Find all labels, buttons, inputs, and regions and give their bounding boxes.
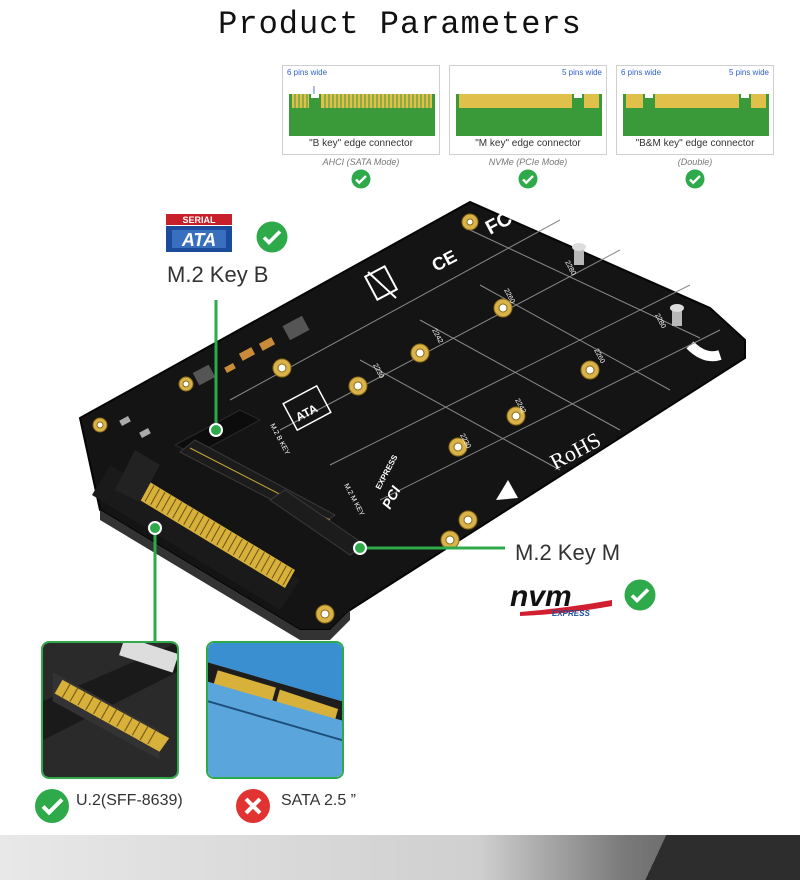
m-key-card: 5 pins wide "M key" edge connector <box>449 65 607 155</box>
bm-key-caption: "B&M key" edge connector <box>635 138 755 149</box>
connector-cards: 6 pins wide "B key" edge connector AHCI … <box>282 65 777 190</box>
m-key-caption: "M key" edge connector <box>475 138 581 149</box>
svg-text:ATA: ATA <box>181 230 216 250</box>
u2-label: U.2(SFF-8639) <box>76 792 183 809</box>
b-key-card: 6 pins wide "B key" edge connector <box>282 65 440 155</box>
serial-ata-logo: SERIAL ATA <box>164 212 234 254</box>
key-m-label: M.2 Key M <box>515 540 621 565</box>
b-key-connector-icon <box>289 86 435 136</box>
b-key-pin-width: 6 pins wide <box>287 68 328 77</box>
bm-key-right-pin-width: 5 pins wide <box>728 68 769 77</box>
bm-key-card: 6 pins wide 5 pins wide "B&M key" edge c… <box>616 65 774 155</box>
bm-key-left-pin-width: 6 pins wide <box>621 68 662 77</box>
b-key-mode: AHCI (SATA Mode) <box>322 157 400 167</box>
b-key-caption: "B key" edge connector <box>309 138 413 149</box>
sata-cross-icon <box>236 789 270 823</box>
key-b-check-icon <box>256 221 288 253</box>
footer-bar <box>0 835 800 880</box>
svg-text:EXPRESS: EXPRESS <box>552 609 590 618</box>
svg-text:nvm: nvm <box>510 580 572 613</box>
svg-text:SERIAL: SERIAL <box>182 215 216 225</box>
m-key-connector-icon <box>456 86 602 136</box>
bm-key-connector-icon <box>623 86 769 136</box>
sata-label: SATA 2.5 ” <box>281 792 356 809</box>
nvm-express-logo: nvm EXPRESS <box>510 580 612 618</box>
m-key-pin-width: 5 pins wide <box>561 68 602 77</box>
key-b-label: M.2 Key B <box>167 262 269 287</box>
bm-key-check-icon <box>685 169 705 189</box>
u2-connector-photo <box>41 641 179 779</box>
u2-check-icon <box>35 789 69 823</box>
sata-connector-photo <box>206 641 344 779</box>
b-key-check-icon <box>351 169 371 189</box>
adapter-board-illustration: FC CE RoHS 2280 2260 2242 2230 2280 2260… <box>78 200 746 640</box>
page-title: Product Parameters <box>218 6 582 43</box>
m-key-check-icon <box>518 169 538 189</box>
key-m-check-icon <box>624 579 656 611</box>
bm-key-mode: (Double) <box>677 157 713 167</box>
m-key-mode: NVMe (PCIe Mode) <box>488 157 568 167</box>
